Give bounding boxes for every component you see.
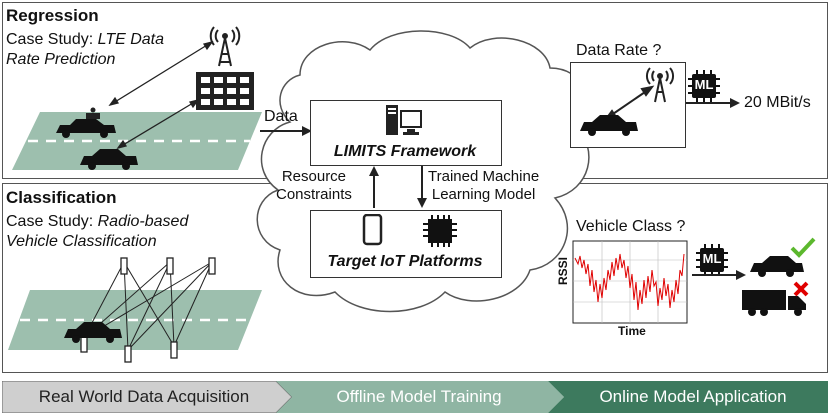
data-label: Data	[264, 108, 298, 125]
pipeline-stage-label: Offline Model Training	[336, 387, 502, 406]
resource-constraints-label: Resource Constraints	[276, 168, 352, 204]
data-rate-result: 20 MBit/s	[744, 94, 811, 111]
case-study-line1: LTE Data	[97, 31, 165, 48]
vehicle-class-question: Vehicle Class ?	[576, 218, 686, 235]
router-icon	[86, 107, 100, 119]
checkmark-icon	[790, 237, 816, 258]
classification-scene	[8, 257, 262, 363]
time-axis-label: Time	[618, 324, 646, 338]
trained-line1: Trained Machine	[428, 168, 540, 185]
data-rate-question: Data Rate ?	[576, 42, 662, 59]
chip-icon	[423, 215, 457, 247]
data-arrow	[260, 126, 312, 136]
limits-framework-label: LIMITS Framework	[333, 143, 477, 160]
trained-model-label: Trained Machine Learning Model	[428, 168, 539, 204]
ml-chip-icon	[688, 70, 720, 102]
ml-badge-text: ML	[694, 77, 714, 92]
data-rate-scene	[580, 67, 674, 136]
pipeline-stage-label: Online Model Application	[599, 387, 787, 406]
pipeline-shapes	[2, 381, 828, 413]
case-study-line2: Vehicle Classification	[6, 233, 157, 250]
truck-icon	[742, 290, 806, 316]
pipeline-stage-shape	[276, 381, 564, 413]
regression-title: Regression	[6, 6, 99, 25]
vehicle-class-arrow	[692, 270, 746, 280]
car-icon	[750, 256, 804, 277]
resource-line1: Resource	[281, 168, 347, 185]
case-study-line1: Radio-based	[97, 213, 189, 230]
computer-icon	[386, 105, 422, 135]
classification-title: Classification	[6, 188, 117, 207]
classification-case-study: Case Study: Radio-based Vehicle Classifi…	[6, 212, 188, 252]
case-study-line2: Rate Prediction	[6, 51, 116, 68]
rssi-signal-line	[574, 253, 685, 311]
flow-arrows	[369, 166, 427, 208]
car-icon	[64, 322, 122, 343]
ml-badge-text: ML	[702, 251, 722, 266]
smartphone-icon	[362, 214, 383, 246]
antenna-tower-icon	[209, 26, 241, 67]
regression-case-study: Case Study: LTE Data Rate Prediction	[6, 30, 164, 70]
pipeline-bar: Real World Data Acquisition Offline Mode…	[2, 381, 828, 413]
regression-scene	[12, 26, 262, 170]
antenna-tower-icon	[646, 67, 674, 103]
pipeline-stage-shape	[548, 381, 828, 413]
trained-line2: Learning Model	[431, 186, 536, 203]
cross-icon	[793, 281, 809, 297]
car-icon	[56, 119, 116, 138]
sensor-pole-icon	[80, 257, 216, 363]
target-iot-box	[310, 210, 502, 278]
rssi-plot	[572, 240, 688, 324]
car-icon	[580, 115, 638, 136]
rssi-axis-label: RSSI	[556, 256, 570, 285]
case-study-prefix: Case Study:	[6, 213, 98, 230]
case-study-prefix: Case Study:	[6, 31, 98, 48]
data-rate-arrow	[686, 98, 740, 108]
car-icon	[80, 149, 138, 170]
building-icon	[196, 72, 254, 110]
target-iot-label: Target IoT Platforms	[327, 253, 483, 270]
resource-line2: Constraints	[276, 186, 352, 203]
pipeline-stage-label: Real World Data Acquisition	[38, 387, 250, 406]
